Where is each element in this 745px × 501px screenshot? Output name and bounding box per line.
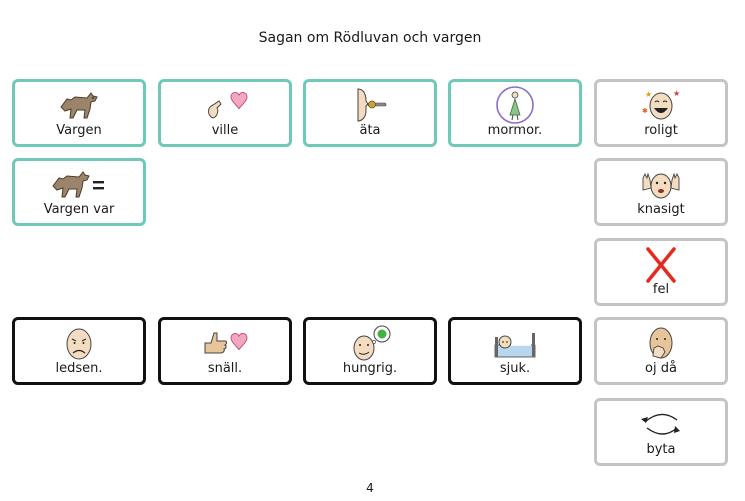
- cell-label: byta: [646, 442, 676, 457]
- page-number: 4: [366, 481, 374, 495]
- cell-label: oj då: [645, 361, 677, 376]
- cell-label: fel: [652, 282, 670, 297]
- cell-byta[interactable]: byta: [594, 398, 728, 466]
- cell-ville[interactable]: ville: [158, 79, 292, 147]
- red-cross-icon: [597, 245, 725, 283]
- swap-arrows-icon: [597, 405, 725, 443]
- want-heart-icon: [161, 86, 289, 124]
- svg-text:✱: ✱: [642, 107, 648, 115]
- cell-oj-da[interactable]: oj då: [594, 317, 728, 385]
- svg-text:★: ★: [645, 90, 652, 99]
- cell-ledsen[interactable]: ledsen.: [12, 317, 146, 385]
- laughing-face-icon: ★ ★ ✱: [597, 86, 725, 124]
- wolf-icon: [15, 86, 143, 124]
- cell-sjuk[interactable]: sjuk.: [448, 317, 582, 385]
- eat-icon: [306, 86, 434, 124]
- oops-face-icon: [597, 324, 725, 362]
- grandmother-icon: [451, 86, 579, 124]
- cell-snall[interactable]: snäll.: [158, 317, 292, 385]
- wolf-equals-icon: [15, 165, 143, 203]
- cell-label: ledsen.: [55, 361, 103, 376]
- cell-roligt[interactable]: ★ ★ ✱ roligt: [594, 79, 728, 147]
- cell-ata[interactable]: äta: [303, 79, 437, 147]
- cell-label: hungrig.: [342, 361, 398, 376]
- sick-in-bed-icon: [451, 324, 579, 362]
- sad-face-icon: [15, 324, 143, 362]
- cell-vargen-var[interactable]: Vargen var: [12, 158, 146, 226]
- cell-mormor[interactable]: mormor.: [448, 79, 582, 147]
- cell-label: snäll.: [207, 361, 243, 376]
- thumbs-up-heart-icon: [161, 324, 289, 362]
- hungry-face-icon: [306, 324, 434, 362]
- cell-knasigt[interactable]: knasigt: [594, 158, 728, 226]
- cell-label: äta: [359, 123, 381, 138]
- cell-label: mormor.: [487, 123, 543, 138]
- page-title: Sagan om Rödluvan och vargen: [258, 30, 482, 46]
- cell-hungrig[interactable]: hungrig.: [303, 317, 437, 385]
- cell-label: ville: [211, 123, 239, 138]
- svg-text:★: ★: [673, 89, 680, 98]
- cell-label: sjuk.: [499, 361, 531, 376]
- cell-vargen[interactable]: Vargen: [12, 79, 146, 147]
- cell-fel[interactable]: fel: [594, 238, 728, 306]
- cell-label: Vargen: [56, 123, 102, 138]
- cell-label: knasigt: [637, 202, 685, 217]
- silly-face-icon: [597, 165, 725, 203]
- cell-label: roligt: [644, 123, 678, 138]
- cell-label: Vargen var: [43, 202, 115, 217]
